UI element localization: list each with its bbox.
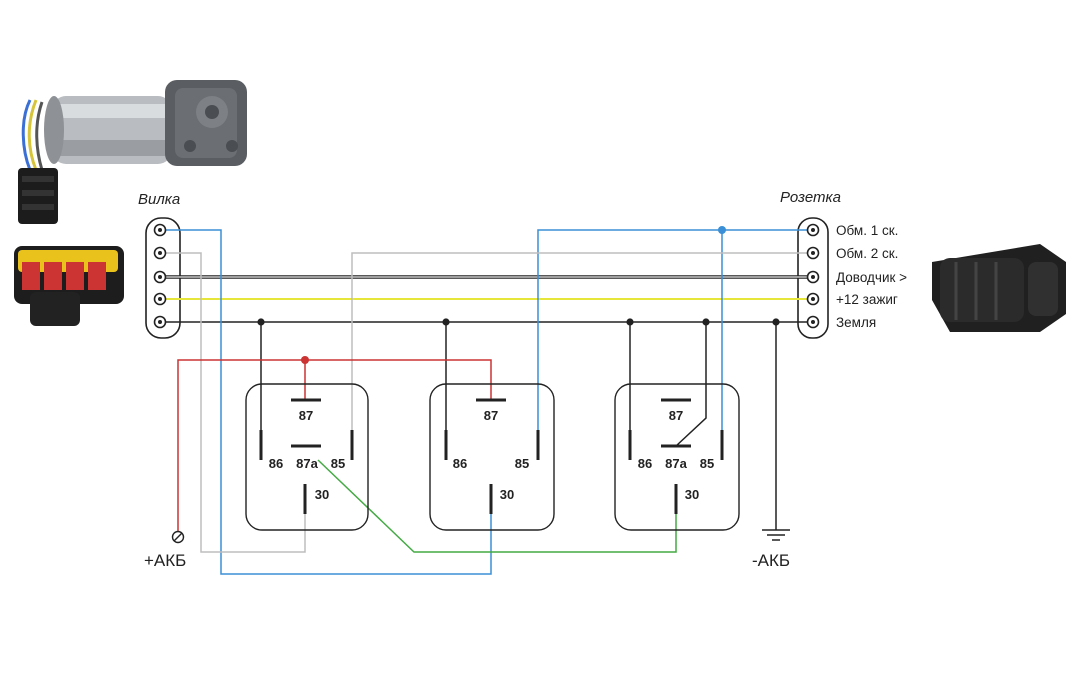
battery-plus-label: +АКБ — [144, 551, 186, 570]
relay3-pin-30: 30 — [685, 487, 699, 502]
signal-label-ignition: +12 зажиг — [836, 292, 898, 307]
relay2-pin-87: 87 — [484, 408, 498, 423]
relay1-pin-85: 85 — [331, 456, 345, 471]
socket-label: Розетка — [780, 189, 841, 206]
junction-dot-blue — [718, 226, 726, 234]
relay-1: 87 86 87a 85 30 — [245, 383, 369, 531]
relay1-pin-86: 86 — [269, 456, 283, 471]
signal-label-winding-2: Обм. 2 ск. — [836, 246, 898, 261]
female-connector-icon — [14, 246, 124, 326]
relay1-pin-87: 87 — [299, 408, 313, 423]
relay1-pin-87a: 87a — [296, 456, 318, 471]
gray-wires — [160, 252, 813, 553]
plug-label: Вилка — [138, 191, 180, 208]
signal-label-ground: Земля — [836, 315, 876, 330]
junction-dots-ground — [257, 318, 780, 326]
relay3-pin-85: 85 — [700, 456, 714, 471]
red-wire — [177, 359, 492, 535]
male-connector-icon — [932, 244, 1066, 332]
relay3-pin-86: 86 — [638, 456, 652, 471]
signal-label-winding-1: Обм. 1 ск. — [836, 223, 898, 238]
wiper-motor-icon — [18, 80, 247, 224]
relay2-pin-30: 30 — [500, 487, 514, 502]
relay3-pin-87: 87 — [669, 408, 683, 423]
relay2-pin-86: 86 — [453, 456, 467, 471]
battery-minus-label: -АКБ — [752, 551, 790, 570]
relay3-pin-87a: 87a — [665, 456, 687, 471]
relay2-pin-85: 85 — [515, 456, 529, 471]
junction-dot-red — [301, 356, 309, 364]
battery-plus-terminal — [171, 530, 185, 544]
signal-label-closer: Доводчик > — [836, 270, 907, 285]
relay-3: 87 86 87a 85 30 — [614, 383, 740, 531]
relay1-pin-30: 30 — [315, 487, 329, 502]
plug-pins — [153, 223, 167, 329]
socket-pins — [806, 223, 820, 329]
ground-wires — [260, 322, 777, 530]
ground-symbol-icon — [762, 529, 790, 541]
blue-wires — [160, 229, 813, 575]
relay-2: 87 86 85 30 — [429, 383, 555, 531]
green-wire — [317, 459, 677, 553]
